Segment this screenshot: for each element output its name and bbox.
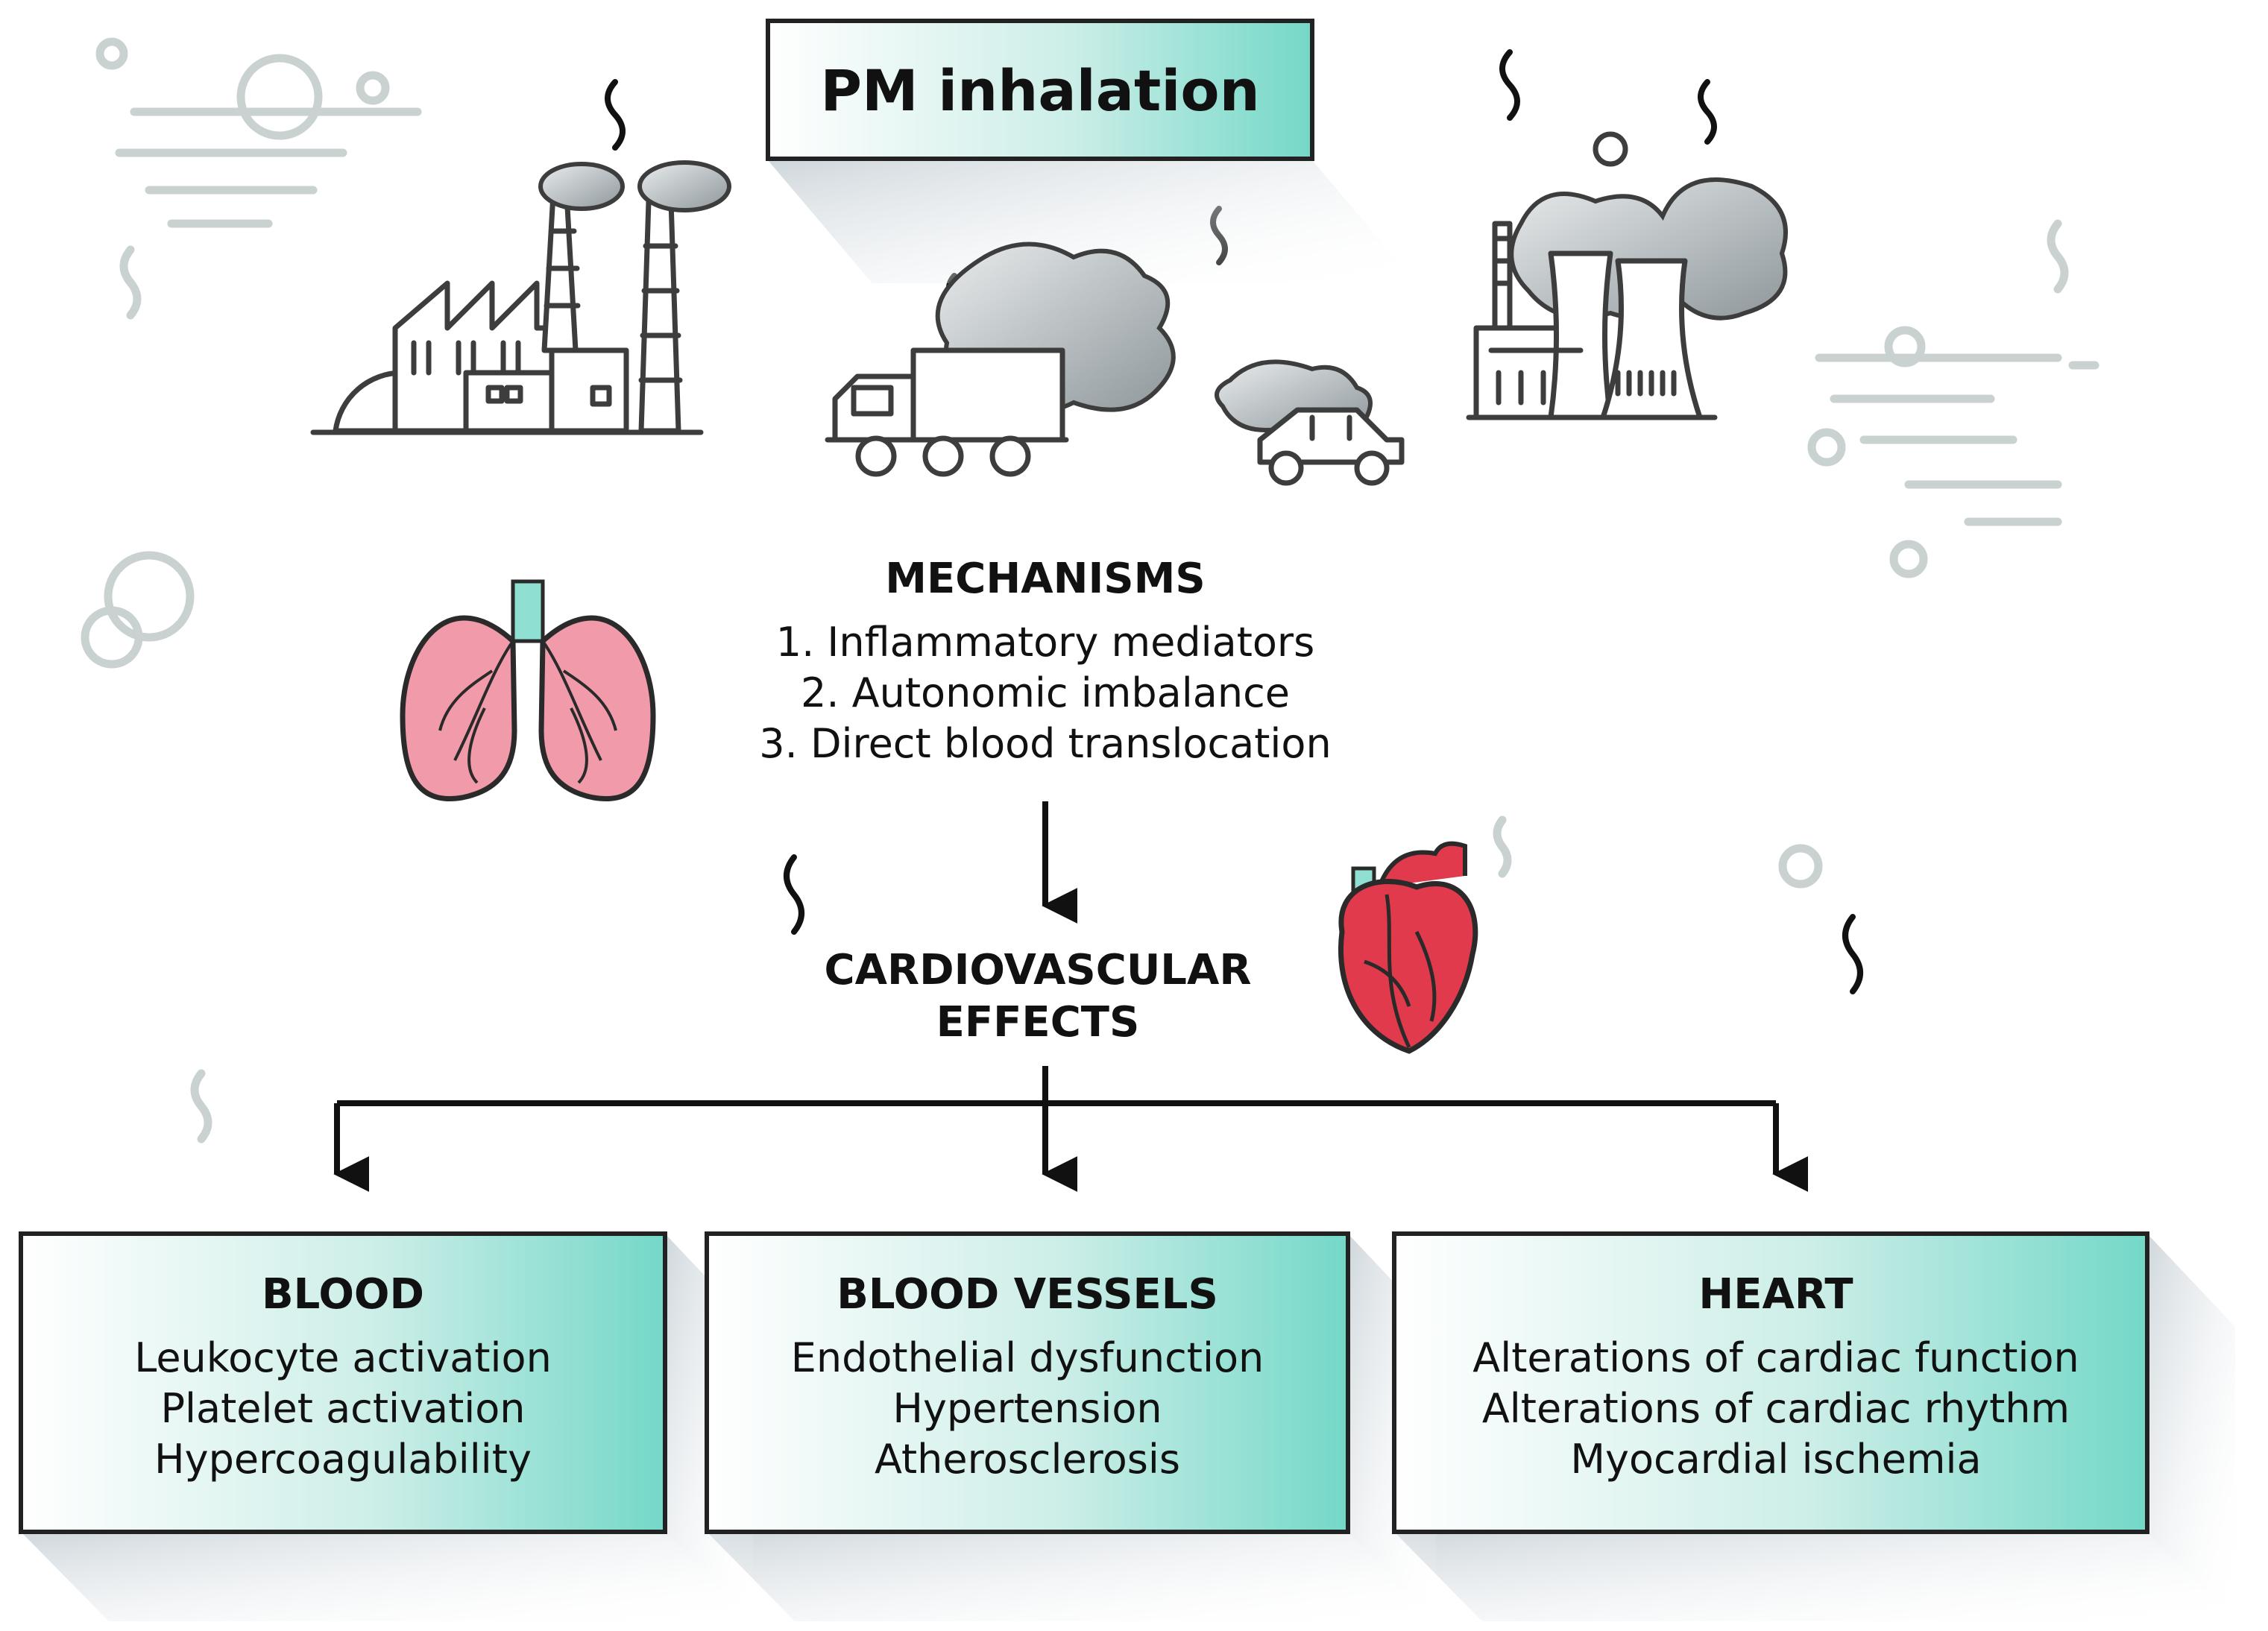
mechanisms-block: MECHANISMS 1. Inflammatory mediators 2. … xyxy=(759,555,1331,767)
box-item: Alterations of cardiac function xyxy=(1472,1334,2079,1381)
title-text: PM inhalation xyxy=(820,57,1259,124)
mechanisms-heading: MECHANISMS xyxy=(885,555,1205,603)
truck-icon xyxy=(825,242,1176,477)
effect-box-blood-vessels: BLOOD VESSELS Endothelial dysfunction Hy… xyxy=(705,1231,1350,1534)
effects-line2: EFFECTS xyxy=(936,998,1140,1047)
power-plant-icon xyxy=(1466,131,1788,420)
box-heading: HEART xyxy=(1698,1270,1853,1319)
box-item: Leukocyte activation xyxy=(134,1334,552,1381)
lungs-icon xyxy=(400,579,656,801)
title-box-shadow xyxy=(768,160,1417,283)
box-item: Hypercoagulability xyxy=(154,1436,532,1483)
heart-icon xyxy=(1338,841,1478,1054)
background-decor xyxy=(81,37,2100,1143)
box-item: Platelet activation xyxy=(160,1385,525,1432)
effect-box-blood: BLOOD Leukocyte activation Platelet acti… xyxy=(19,1231,667,1534)
car-icon xyxy=(1215,359,1405,486)
box-heading: BLOOD xyxy=(262,1270,424,1319)
mechanism-item: 1. Inflammatory mediators xyxy=(776,619,1315,666)
box-item: Alterations of cardiac rhythm xyxy=(1482,1385,2070,1432)
factory-icon xyxy=(310,160,731,435)
box-heading: BLOOD VESSELS xyxy=(837,1270,1218,1319)
box-item: Myocardial ischemia xyxy=(1570,1436,1981,1483)
effects-line1: CARDIOVASCULAR xyxy=(825,946,1252,994)
effect-box-heart: HEART Alterations of cardiac function Al… xyxy=(1392,1231,2149,1534)
box-item: Endothelial dysfunction xyxy=(791,1334,1264,1381)
title-box: PM inhalation xyxy=(766,19,1314,161)
mechanism-item: 2. Autonomic imbalance xyxy=(801,669,1290,716)
effects-block: CARDIOVASCULAR EFFECTS xyxy=(825,946,1252,1047)
box-item: Atherosclerosis xyxy=(875,1436,1180,1483)
branch-arrows xyxy=(333,1066,1809,1192)
box-item: Hypertension xyxy=(892,1385,1162,1432)
mechanism-item: 3. Direct blood translocation xyxy=(759,720,1331,767)
